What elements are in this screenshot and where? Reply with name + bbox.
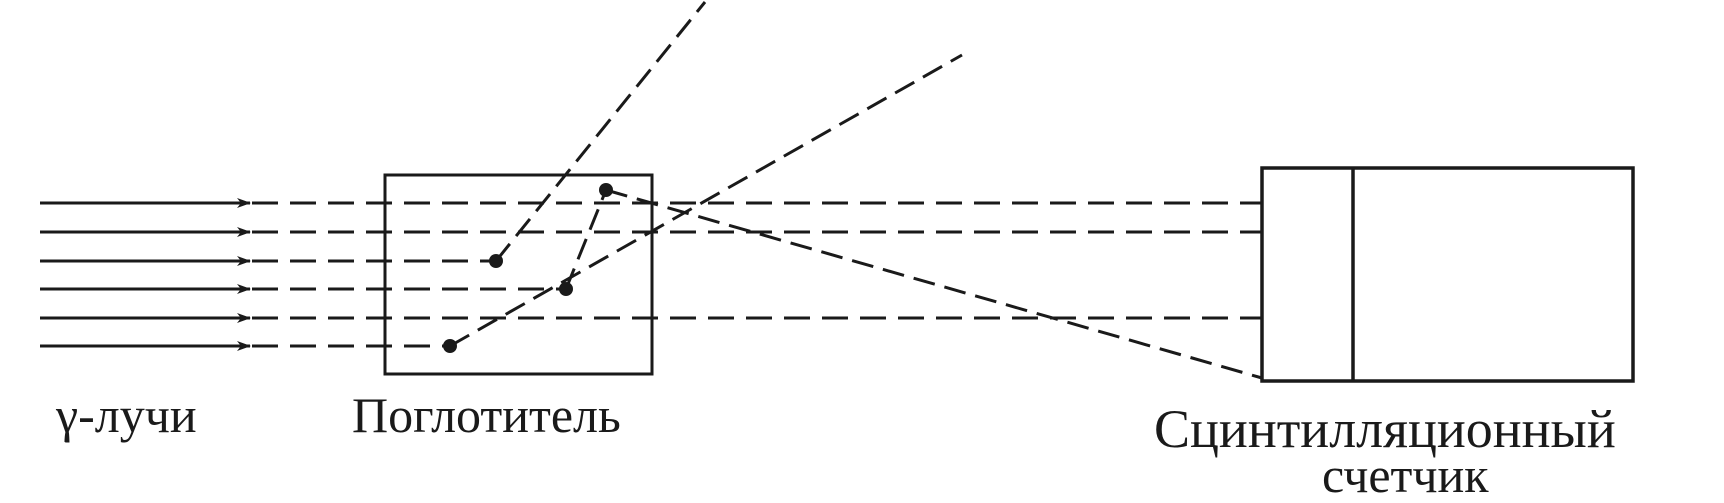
interaction-point-2 [559, 282, 573, 296]
interaction-point-3 [443, 339, 457, 353]
scatter-path-short [564, 189, 608, 290]
counter-body [1260, 166, 1635, 383]
scintillation-counter-label-line1: Сцинтилляционный [1154, 399, 1616, 459]
scintillation-counter-label-line2: счетчик [1322, 447, 1489, 503]
gamma-rays-label: γ-лучи [56, 387, 197, 443]
interaction-point-1 [489, 254, 503, 268]
incoming-gamma-beams [40, 198, 251, 351]
transmitted-beams [252, 201, 1262, 320]
interaction-point-4 [599, 183, 613, 197]
absorber-label: Поглотитель [352, 387, 621, 443]
scatter-path-up [449, 53, 963, 348]
absorbed-beams [252, 259, 566, 348]
absorber-block [383, 173, 654, 376]
scatter-path-steep [494, 1, 707, 262]
scintillation-counter [1260, 166, 1635, 383]
scattered-paths [449, 1, 1263, 380]
interaction-points [443, 183, 613, 353]
scatter-path-to-counter [605, 188, 1263, 380]
